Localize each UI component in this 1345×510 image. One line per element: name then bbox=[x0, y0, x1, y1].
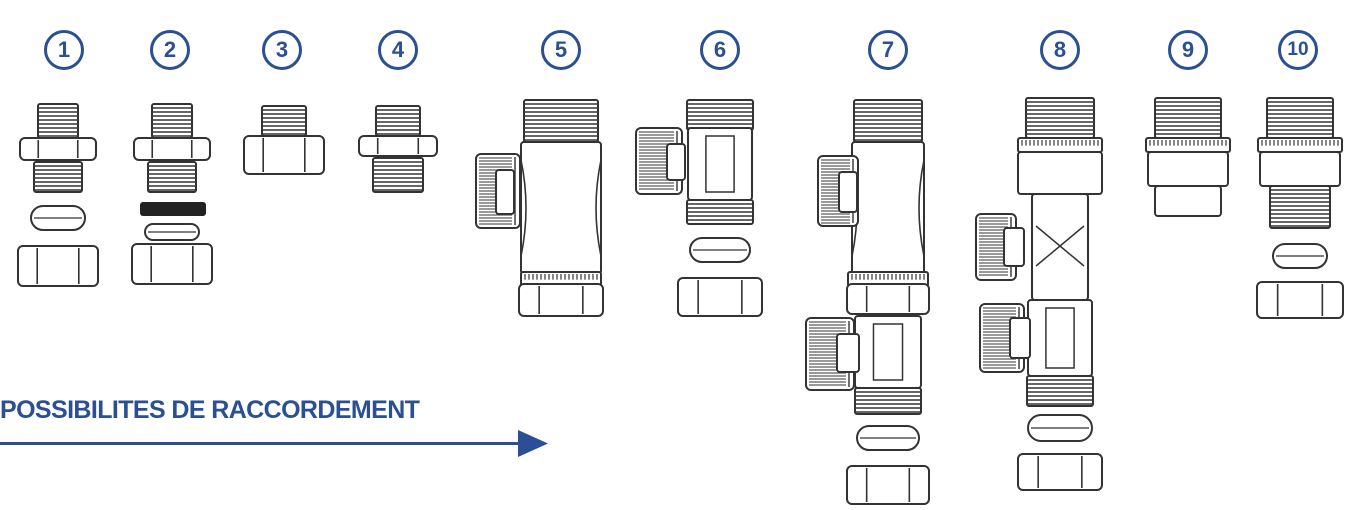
fitting-number-1: 1 bbox=[44, 30, 84, 70]
fitting-4-nut bbox=[358, 135, 438, 157]
fitting-5-tee-body bbox=[520, 141, 602, 275]
fitting-10-cap-nut bbox=[1256, 281, 1344, 319]
fitting-2-cap-nut bbox=[131, 243, 213, 285]
fitting-5-branch bbox=[495, 169, 515, 215]
connection-options-caption: POSSIBILITES DE RACCORDEMENT bbox=[0, 396, 420, 424]
fitting-6-cap-nut bbox=[677, 277, 763, 317]
fitting-1-thread bbox=[37, 103, 79, 139]
fitting-number-10: 10 bbox=[1278, 30, 1318, 70]
fitting-number-9: 9 bbox=[1168, 30, 1208, 70]
fitting-5-nut bbox=[518, 283, 604, 317]
fitting-1-nut bbox=[19, 137, 97, 161]
fitting-number-7: 7 bbox=[868, 30, 908, 70]
fitting-3-nut bbox=[243, 135, 325, 175]
fitting-number-5: 5 bbox=[541, 30, 581, 70]
fitting-7-nut bbox=[846, 283, 930, 315]
fitting-8-cap-nut bbox=[1017, 453, 1103, 491]
fitting-9-tail bbox=[1154, 185, 1222, 217]
fitting-4-lower-thread bbox=[372, 157, 424, 193]
fitting-number-6: 6 bbox=[700, 30, 740, 70]
fitting-1-cap-nut bbox=[17, 245, 99, 287]
fitting-10-union bbox=[1259, 151, 1341, 187]
fitting-7-lower-branch bbox=[836, 333, 860, 373]
fitting-6-branch bbox=[666, 143, 686, 181]
fitting-number-4: 4 bbox=[378, 30, 418, 70]
fitting-number-8: 8 bbox=[1040, 30, 1080, 70]
fitting-2-thread bbox=[151, 103, 193, 139]
fitting-7-cap-nut bbox=[846, 465, 930, 505]
fitting-7-tee-body bbox=[851, 141, 925, 275]
fitting-9-union bbox=[1147, 151, 1229, 187]
fitting-7-branch bbox=[838, 171, 858, 213]
fitting-8-lower-branch bbox=[1009, 317, 1031, 359]
fitting-2-seal bbox=[140, 202, 206, 216]
fitting-number-2: 2 bbox=[150, 30, 190, 70]
fitting-8-tee-body bbox=[1031, 193, 1089, 301]
fitting-2-nut bbox=[133, 137, 211, 161]
fitting-number-3: 3 bbox=[262, 30, 302, 70]
fitting-8-union bbox=[1017, 151, 1103, 195]
fitting-8-branch bbox=[1003, 227, 1025, 267]
arrow-right-icon bbox=[0, 430, 548, 457]
